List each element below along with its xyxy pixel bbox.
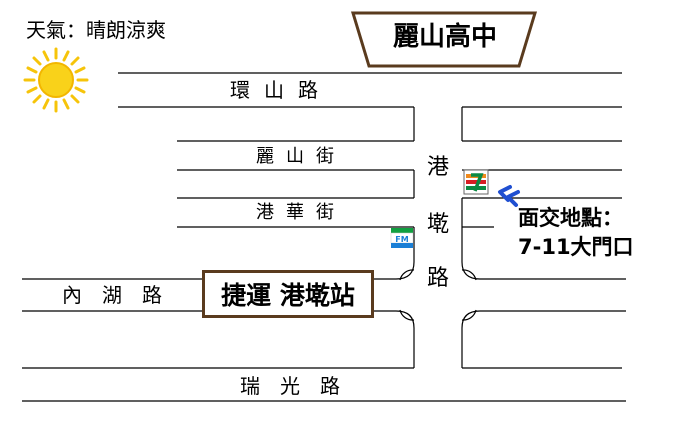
seven-eleven-logo-icon xyxy=(463,169,489,195)
mrt-station-name: 捷運 港墘站 xyxy=(221,281,355,310)
road-label-huanshan: 環山路 xyxy=(230,78,332,102)
direction-arrow-icon xyxy=(498,185,520,207)
weather-label: 天氣：晴朗涼爽 xyxy=(26,18,166,42)
road-label-neihu: 內湖路 xyxy=(62,283,182,307)
sun-icon xyxy=(23,47,89,113)
meeting-point-line2: 7-11大門口 xyxy=(518,235,634,259)
school-sign-frame xyxy=(350,11,538,68)
road-label-gangqian-char-3: 路 xyxy=(426,266,449,291)
road-label-ruiguang: 瑞光路 xyxy=(240,374,360,398)
road-label-ganghua-street: 港華街 xyxy=(256,202,346,223)
school-name: 麗山高中 xyxy=(392,21,497,52)
meeting-point-label: 面交地點： 7-11大門口 xyxy=(518,204,634,262)
mrt-station-sign: 捷運 港墘站 xyxy=(202,270,374,318)
familymart-text: FM xyxy=(395,235,408,244)
road-label-gangqian-char-2: 墘 xyxy=(426,212,449,237)
road-label-gangqian-char-1: 港 xyxy=(426,155,449,180)
road-label-lishan-street: 麗山街 xyxy=(256,146,346,167)
meeting-point-line1: 面交地點： xyxy=(518,206,623,230)
familymart-logo-icon: FM xyxy=(390,228,414,248)
